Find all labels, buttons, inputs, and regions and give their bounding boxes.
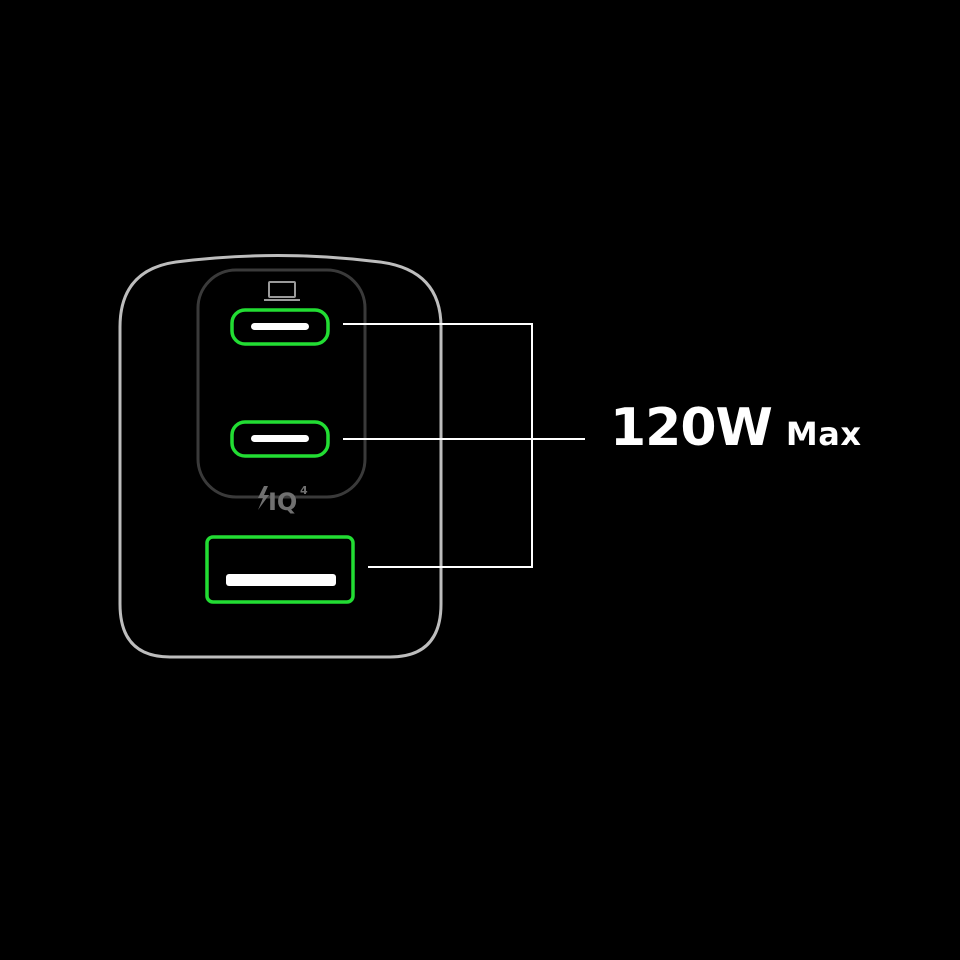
- usb-c-port-1: [230, 308, 330, 346]
- power-value: 120W: [610, 398, 773, 458]
- bolt-icon: [258, 486, 269, 510]
- usb-c-port-2: [230, 420, 330, 458]
- iq-badge: IQ 4: [258, 484, 308, 516]
- iq-badge-text: IQ: [268, 488, 297, 516]
- iq-badge-superscript: 4: [300, 484, 308, 497]
- connector-lines: [343, 323, 585, 568]
- connector-line-port-1: [343, 323, 533, 568]
- power-suffix: Max: [785, 415, 862, 453]
- usb-c-panel: [196, 268, 367, 499]
- usb-a-port: [205, 535, 355, 604]
- laptop-icon: [264, 281, 300, 301]
